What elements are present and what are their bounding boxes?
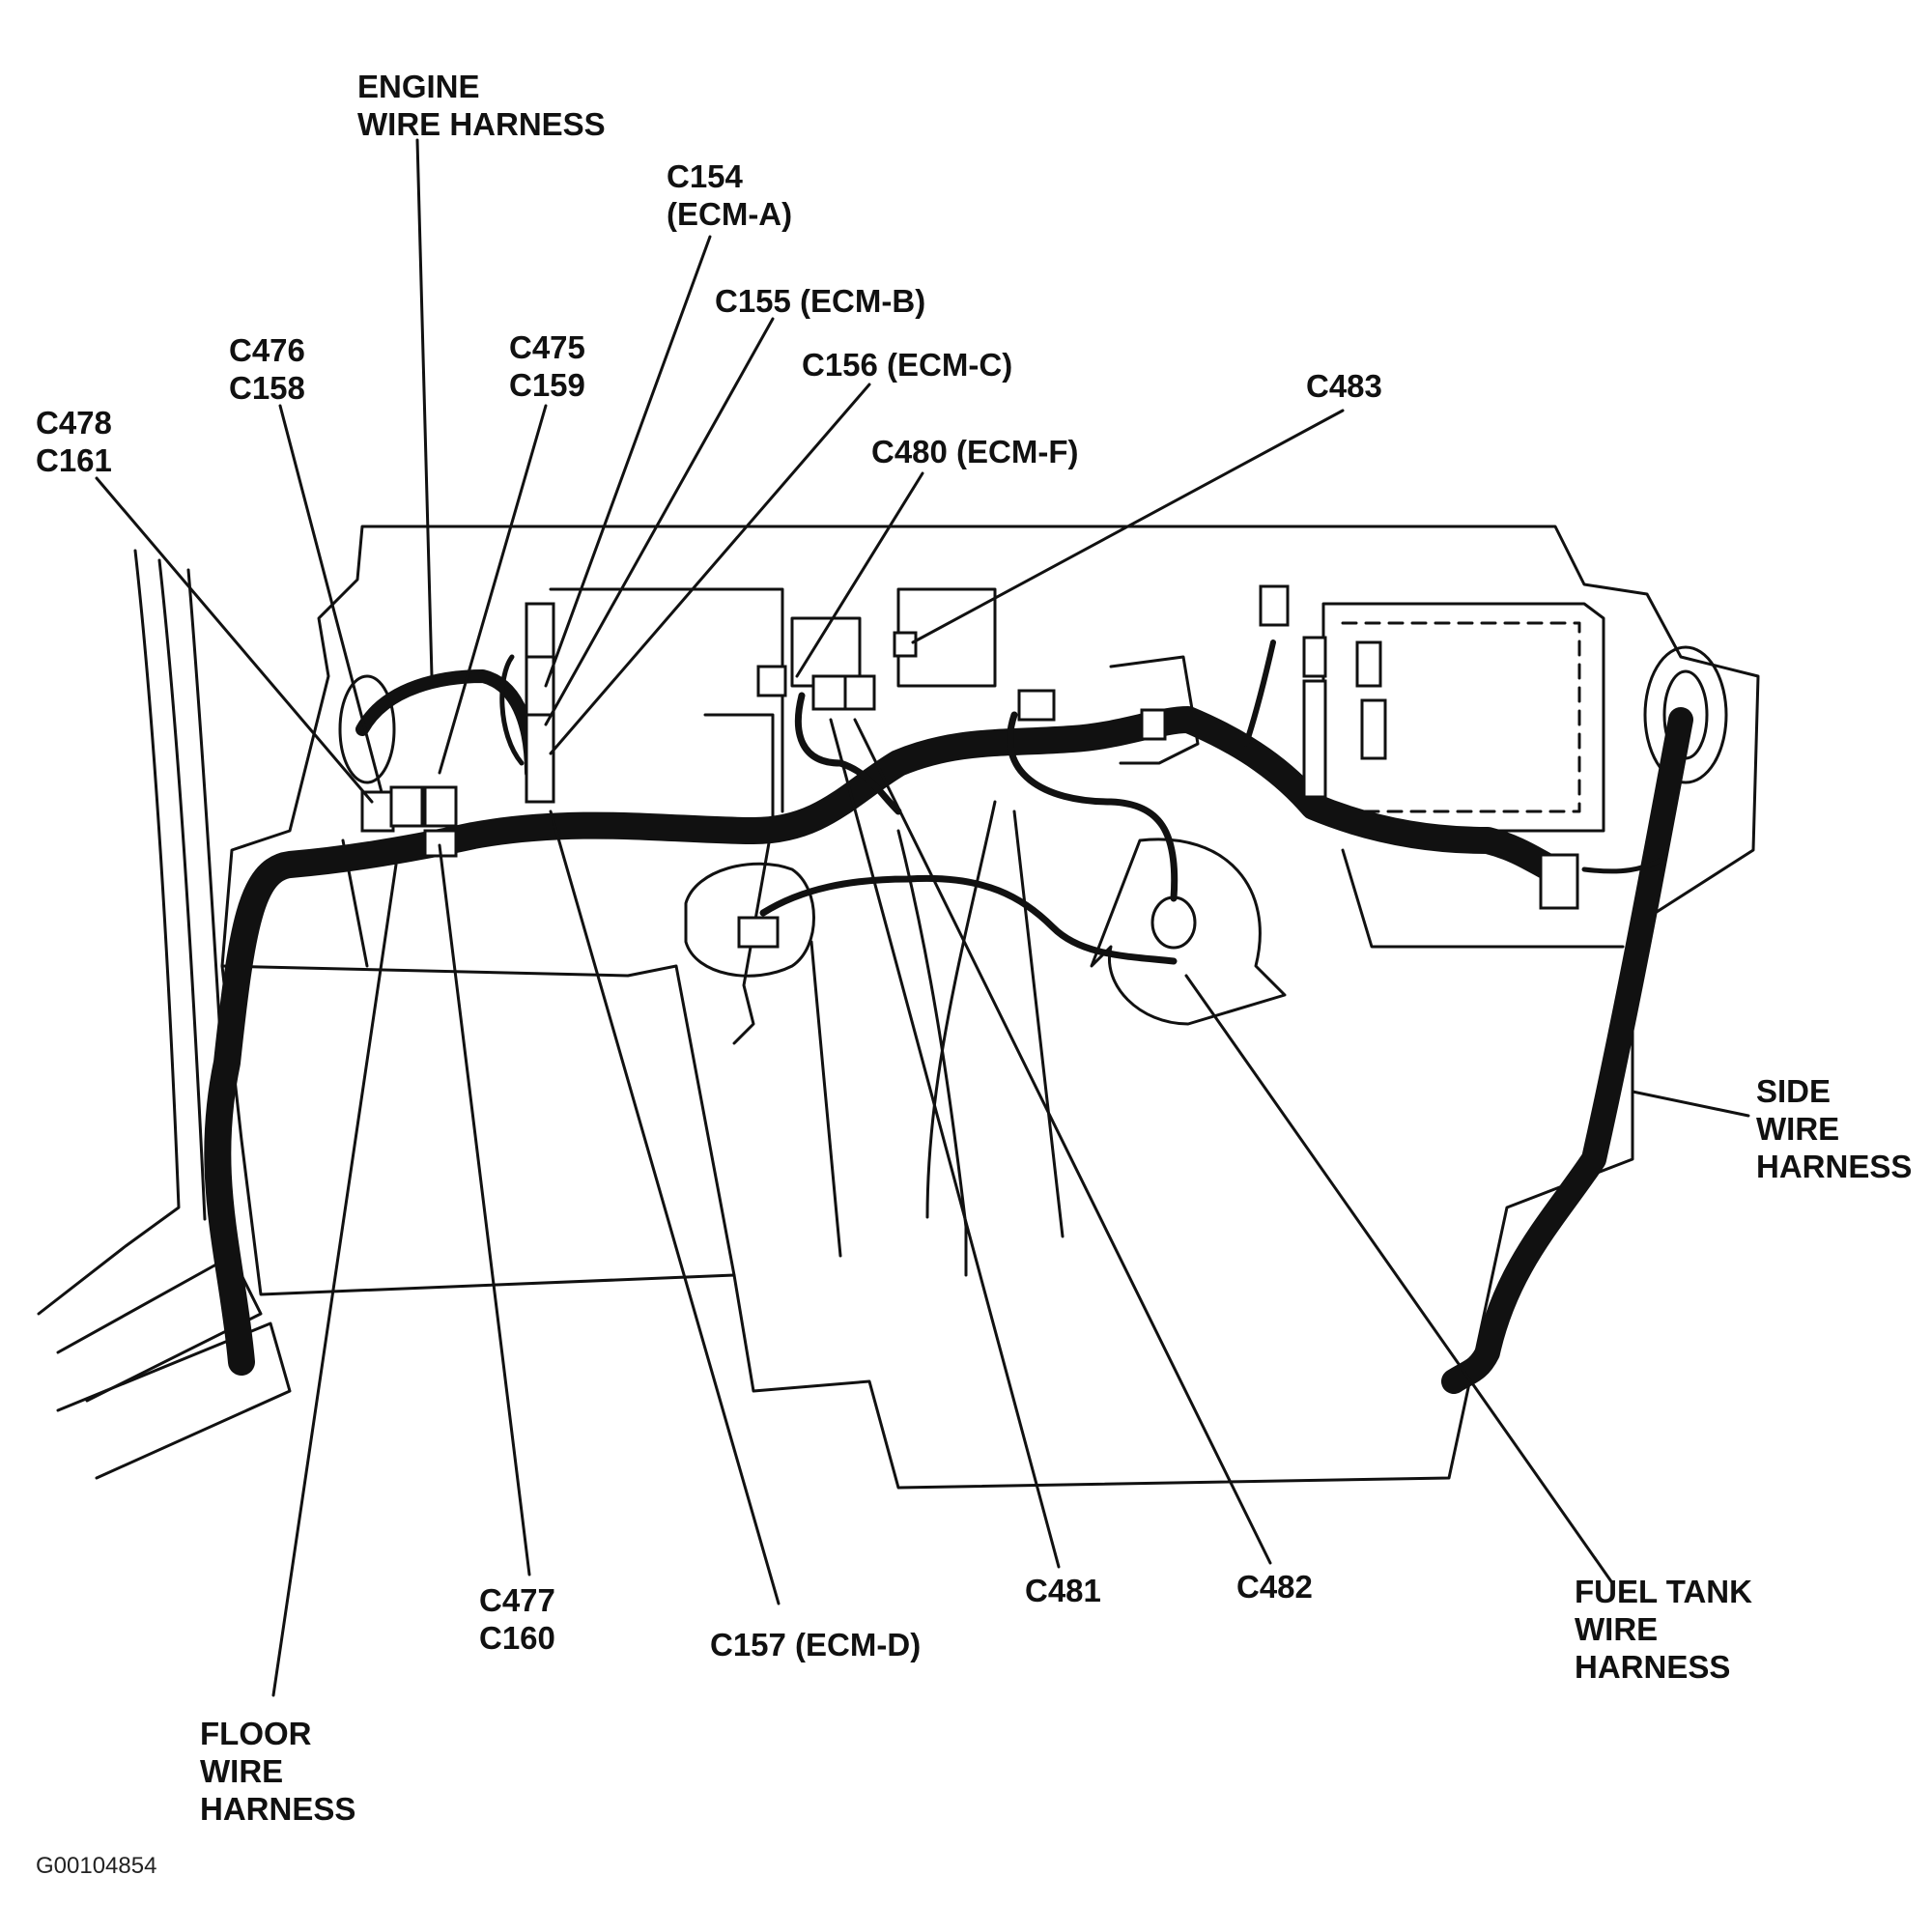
leader-fuel — [1184, 974, 1615, 1586]
label-c476-c158: C476 C158 — [229, 332, 305, 406]
label-c481: C481 — [1025, 1573, 1101, 1608]
connector-side — [1539, 853, 1579, 910]
leader-c477 — [438, 843, 531, 1577]
leader-c481 — [829, 718, 1061, 1569]
label-c475-c159: C475 C159 — [509, 329, 585, 403]
label-side-wire-harness: SIDE WIRE HARNESS — [1756, 1073, 1913, 1184]
leader-c156 — [549, 383, 871, 755]
leader-side — [1631, 1090, 1750, 1118]
leader-c480 — [795, 471, 924, 678]
leader-c155 — [544, 317, 775, 726]
figure-id: G00104854 — [36, 1853, 157, 1879]
label-floor-wire-harness: FLOOR WIRE HARNESS — [200, 1716, 356, 1827]
leader-c478 — [95, 476, 374, 804]
label-c478-c161: C478 C161 — [36, 405, 112, 478]
label-c483: C483 — [1306, 368, 1382, 404]
body-pillar-outline — [37, 549, 181, 1316]
connector-c482 — [843, 674, 876, 711]
label-c482: C482 — [1236, 1569, 1313, 1605]
fuel-pump-flange — [1090, 838, 1287, 1026]
connector-c483 — [893, 631, 918, 658]
main-harness — [204, 706, 1578, 1376]
side-harness — [1441, 707, 1693, 1394]
label-engine-wire-harness: ENGINE WIRE HARNESS — [357, 69, 606, 142]
leader-floor — [271, 863, 398, 1697]
connector-c478 — [389, 785, 424, 828]
connector-c476 — [423, 785, 458, 828]
leader-c154 — [544, 235, 712, 688]
connector-c481 — [811, 674, 848, 711]
leader-engine — [415, 138, 434, 678]
label-c154: C154 (ECM-A) — [667, 158, 793, 232]
body-outline — [220, 525, 1760, 1490]
label-c480: C480 (ECM-F) — [871, 434, 1079, 469]
label-c477-c160: C477 C160 — [479, 1582, 555, 1656]
label-fuel-tank-wire-harness: FUEL TANK WIRE HARNESS — [1575, 1574, 1752, 1685]
connector-c480 — [756, 665, 787, 697]
leader-c157 — [549, 810, 781, 1605]
leader-c482 — [853, 718, 1272, 1565]
connector-sensor — [737, 916, 780, 949]
leader-c475 — [438, 404, 548, 775]
connector-c154 — [525, 602, 555, 804]
label-c155: C155 (ECM-B) — [715, 283, 926, 319]
leader-c483 — [911, 409, 1345, 644]
label-c157: C157 (ECM-D) — [710, 1627, 922, 1662]
label-c156: C156 (ECM-C) — [802, 347, 1013, 383]
leader-c476 — [278, 404, 383, 794]
